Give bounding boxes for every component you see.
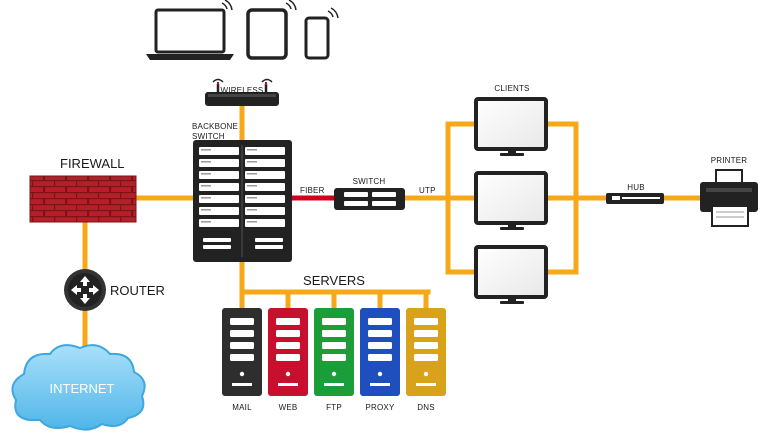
firewall-label: FIREWALL [60, 156, 125, 171]
router-label: ROUTER [110, 283, 165, 298]
printer-label: PRINTER [711, 156, 748, 165]
backbone-label-line2: SWITCH [192, 132, 225, 141]
server-ftp: FTP [314, 308, 354, 412]
servers-label: SERVERS [303, 273, 365, 288]
server-mail: MAIL [222, 308, 262, 412]
laptop-icon [146, 0, 234, 60]
router-arrows-icon [71, 276, 99, 304]
server-proxy: PROXY [360, 308, 400, 412]
server-label: MAIL [232, 403, 252, 412]
server-web: WEB [268, 308, 308, 412]
backbone-label-line1: BACKBONE [192, 122, 238, 131]
hub-label: HUB [627, 183, 645, 192]
server-label: FTP [326, 403, 342, 412]
router: ROUTER [64, 269, 165, 311]
internet-label: INTERNET [50, 381, 115, 396]
clients-label: CLIENTS [494, 84, 529, 93]
servers-group: MAIL WEB FTP PROXY DNS [222, 308, 446, 412]
fiber-label: FIBER [300, 186, 325, 195]
switch: SWITCH [334, 177, 405, 210]
utp-label: UTP [419, 186, 436, 195]
switch-label: SWITCH [353, 177, 386, 186]
internet-cloud: INTERNET [11, 344, 146, 431]
client-monitor [474, 245, 548, 304]
wireless-access-point: WIRELESS [205, 78, 279, 106]
printer: PRINTER [700, 156, 758, 227]
firewall: FIREWALL [29, 156, 137, 223]
phone-icon [304, 7, 339, 60]
hub: HUB [606, 183, 664, 204]
wireless-label: WIRELESS [221, 86, 264, 95]
client-monitor [474, 97, 548, 156]
backbone-switch: BACKBONE SWITCH [192, 122, 292, 262]
server-label: DNS [417, 403, 435, 412]
server-label: PROXY [365, 403, 394, 412]
server-label: WEB [279, 403, 298, 412]
client-monitor [474, 171, 548, 230]
tablet-icon [246, 0, 297, 60]
server-dns: DNS [406, 308, 446, 412]
cables [82, 105, 703, 353]
